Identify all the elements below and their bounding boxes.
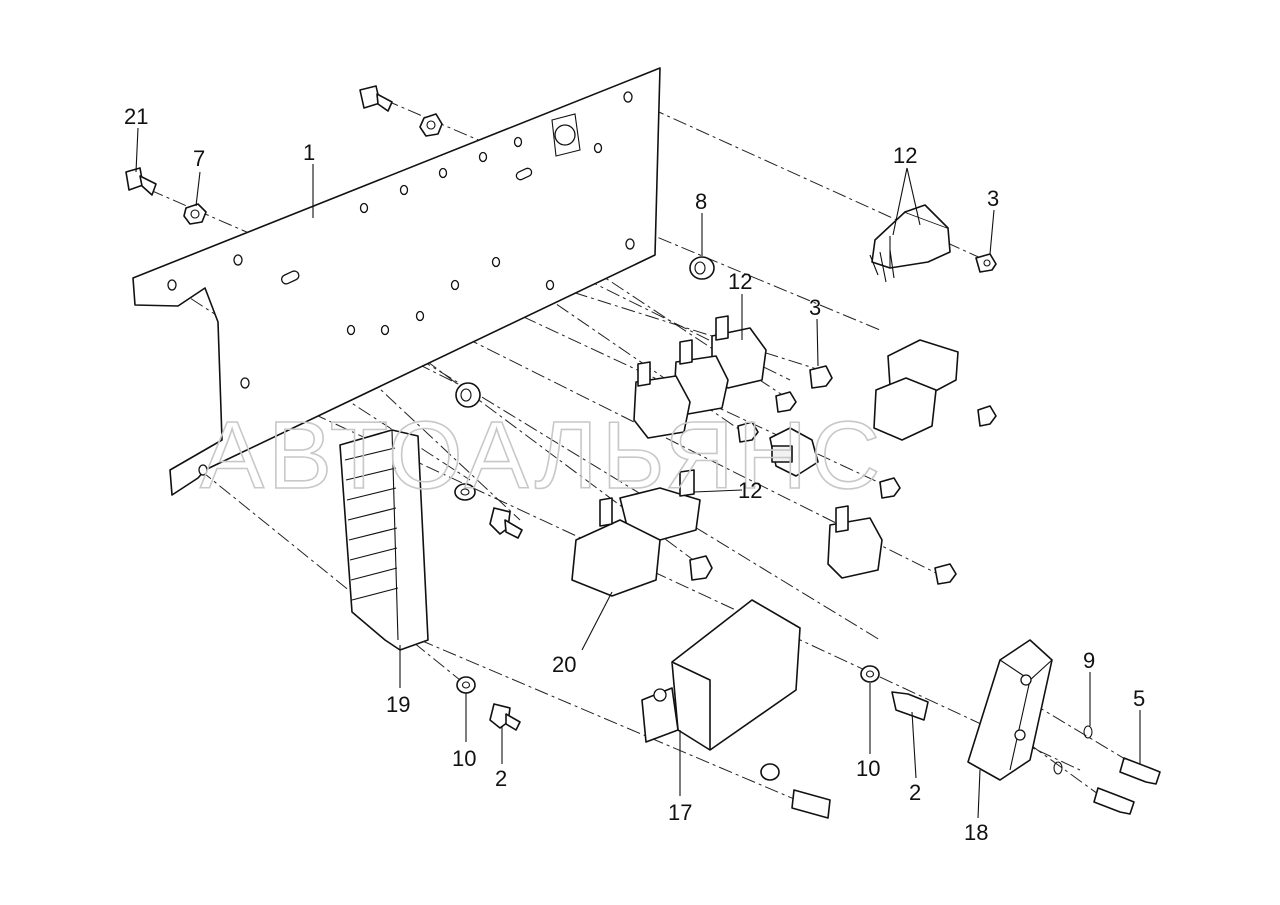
callout-2-left: 2 xyxy=(495,766,507,791)
watermark-text: АВТОАЛЬЯНС xyxy=(200,402,884,509)
mounting-plate xyxy=(132,67,661,496)
fuse-box-19 xyxy=(339,429,429,651)
relay-pair-top xyxy=(869,204,951,283)
bracket-18 xyxy=(967,639,1053,781)
o-ring-9 xyxy=(1053,725,1093,775)
callout-10-right: 10 xyxy=(856,756,880,781)
callout-3-top: 3 xyxy=(987,186,999,211)
bolt-5 xyxy=(1093,757,1161,815)
callouts: 1 21 7 8 12 3 12 3 12 20 19 10 2 17 10 2… xyxy=(124,104,1145,845)
bolt-2b xyxy=(891,691,929,721)
callout-12-mid: 12 xyxy=(728,269,752,294)
callout-19: 19 xyxy=(386,692,410,717)
nut-7 xyxy=(183,203,207,225)
washer-10a xyxy=(456,676,476,694)
relay-cluster xyxy=(571,315,883,597)
bolt-21 xyxy=(125,167,157,196)
bolt-2a xyxy=(489,703,521,731)
top-nut xyxy=(419,113,443,137)
top-bolt xyxy=(359,85,393,112)
leader-lines xyxy=(135,127,1141,819)
bolt-17 xyxy=(791,789,831,819)
callout-7: 7 xyxy=(193,146,205,171)
plate-holes xyxy=(167,91,635,476)
washer-17 xyxy=(760,763,780,781)
small-bolts xyxy=(689,391,997,585)
callout-20: 20 xyxy=(552,652,576,677)
callout-12-top: 12 xyxy=(893,143,917,168)
callout-2-right: 2 xyxy=(909,780,921,805)
relay-pair-right xyxy=(873,339,959,441)
bolt-fuse xyxy=(489,507,523,539)
bolt-3-top xyxy=(975,253,997,273)
callout-12-low: 12 xyxy=(738,478,762,503)
callout-18: 18 xyxy=(964,820,988,845)
washer-10b xyxy=(860,665,880,683)
control-unit-17 xyxy=(641,599,801,751)
callout-10-left: 10 xyxy=(452,746,476,771)
callout-5: 5 xyxy=(1133,686,1145,711)
spacer xyxy=(455,382,481,408)
callout-3-mid: 3 xyxy=(809,295,821,320)
callout-21: 21 xyxy=(124,104,148,129)
callout-8: 8 xyxy=(695,189,707,214)
callout-9: 9 xyxy=(1083,648,1095,673)
grommet-8 xyxy=(689,256,715,280)
callout-17: 17 xyxy=(668,800,692,825)
washer-fuse xyxy=(454,483,476,501)
callout-1: 1 xyxy=(303,140,315,165)
bolt-3-mid xyxy=(809,365,833,389)
